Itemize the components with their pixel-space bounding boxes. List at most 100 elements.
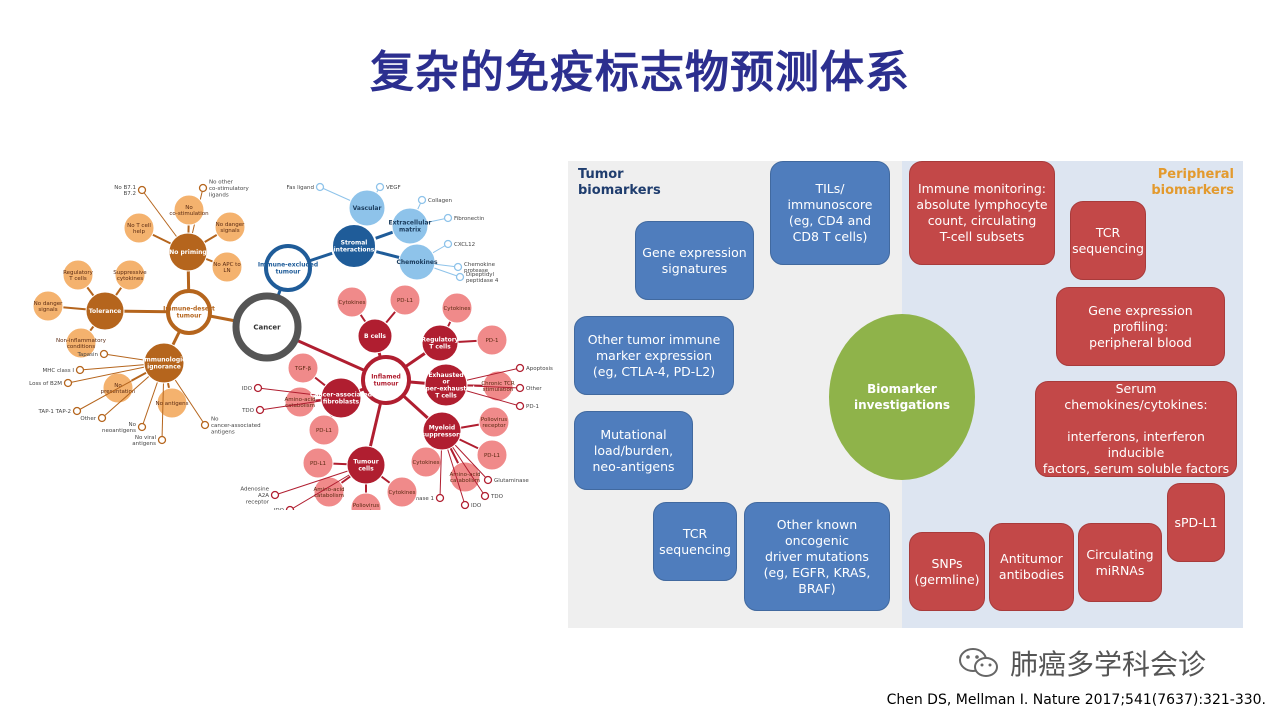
- leaf-dot: [137, 185, 147, 195]
- tils-immunoscore-box: TILs/ immunoscore (eg, CD4 and CD8 T cel…: [770, 161, 890, 265]
- node-vascular: [348, 189, 386, 227]
- node-tolerance-label: Tolerance: [89, 308, 121, 315]
- leaf-dot-label: TDO: [490, 494, 504, 500]
- leaf-node-label: PD-L1: [397, 298, 413, 304]
- leaf-dot: [97, 413, 107, 423]
- node-treg: [421, 324, 459, 362]
- leaf-dot-label: TAP-1 TAP-2: [38, 409, 72, 415]
- leaf-node: [476, 439, 508, 471]
- citation: Chen DS, Mellman I. Nature 2017;541(7637…: [886, 692, 1266, 708]
- watermark-text: 肺癌多学科会诊: [1010, 648, 1207, 681]
- leaf-dot: [483, 475, 493, 485]
- leaf-node: [173, 194, 205, 226]
- node-ecm: [391, 207, 429, 245]
- other-tumor-immune-marker-box: Other tumor immune marker expression (eg…: [574, 316, 734, 395]
- node-tolerance: [85, 291, 125, 331]
- leaf-node-label: Cytokines: [388, 490, 415, 496]
- leaf-dot-label: Tapasin: [76, 352, 98, 358]
- circulating-mirnas-box: Circulating miRNAs: [1078, 523, 1162, 602]
- leaf-node: [65, 327, 97, 359]
- node-cancer-label: Cancer: [253, 323, 281, 331]
- leaf-dot-label: PD-1: [526, 404, 539, 410]
- leaf-dot-label: MHC class I: [43, 368, 75, 374]
- leaf-dot-label: CXCL12: [454, 242, 475, 248]
- leaf-node: [386, 476, 418, 508]
- node-tumourcells: [346, 445, 386, 485]
- leaf-dot: [453, 262, 463, 272]
- leaf-node: [123, 212, 155, 244]
- leaf-node-label: PD-1: [485, 338, 498, 344]
- leaf-node: [214, 211, 246, 243]
- leaf-dot-label: Glutaminase: [494, 478, 529, 484]
- snps-germline-box: SNPs (germline): [909, 532, 985, 611]
- antitumor-antibodies-box: Antitumor antibodies: [989, 523, 1074, 611]
- spd-l1-box: sPD-L1: [1167, 483, 1225, 562]
- leaf-node: [308, 414, 340, 446]
- leaf-node: [350, 492, 382, 510]
- leaf-node-label: Cytokines: [338, 300, 365, 306]
- leaf-dot-label: Apoptosis: [526, 366, 553, 372]
- leaf-dot: [417, 195, 427, 205]
- leaf-dot-label: VEGF: [386, 185, 401, 191]
- leaf-node: [302, 447, 334, 479]
- mutational-load-box: Mutational load/burden, neo-antigens: [574, 411, 693, 490]
- leaf-dot: [253, 383, 263, 393]
- serum-chemokines-box: Serum chemokines/cytokines: interferons,…: [1035, 381, 1237, 477]
- node-inflamed: [361, 355, 411, 405]
- leaf-node-label: PD-L1: [310, 461, 326, 467]
- node-vascular-label: Vascular: [353, 205, 382, 212]
- leaf-dot: [200, 420, 210, 430]
- leaf-dot: [137, 422, 147, 432]
- leaf-node: [114, 259, 146, 291]
- immune-monitoring-box: Immune monitoring: absolute lymphocyte c…: [909, 161, 1055, 265]
- slide-title: 复杂的免疫标志物预测体系: [370, 47, 910, 98]
- node-cancer: [232, 292, 302, 362]
- leaf-node-label: PD-L1: [316, 428, 332, 434]
- leaf-dot-label: IDO: [242, 386, 253, 392]
- leaf-node: [211, 251, 243, 283]
- leaf-dot: [63, 378, 73, 388]
- node-nopriming-label: No priming: [169, 249, 206, 256]
- peripheral-tcr-sequencing-box: TCR sequencing: [1070, 201, 1146, 280]
- leaf-dot: [460, 500, 470, 510]
- leaf-node: [476, 324, 508, 356]
- leaf-node: [389, 284, 421, 316]
- watermark: 肺癌多学科会诊: [958, 643, 1206, 683]
- leaf-dot: [443, 213, 453, 223]
- node-exhausted: [424, 363, 468, 407]
- leaf-dot: [435, 493, 445, 503]
- leaf-dot: [315, 182, 325, 192]
- node-nopriming: [168, 232, 208, 272]
- leaf-dot-label: IDO: [274, 508, 285, 510]
- leaf-node-label: Cytokines: [443, 306, 470, 312]
- leaf-dot: [443, 239, 453, 249]
- leaf-dot-label: Arginase 1: [405, 496, 434, 502]
- node-ignorance: [143, 342, 185, 384]
- node-bcells-label: B cells: [364, 333, 386, 340]
- leaf-dot-label: Other: [526, 386, 542, 392]
- leaf-node: [449, 461, 481, 493]
- leaf-dot: [72, 406, 82, 416]
- node-caf: [320, 377, 362, 419]
- leaf-node-label: Cytokines: [412, 460, 439, 466]
- node-desert: [166, 289, 212, 335]
- leaf-node: [478, 406, 510, 438]
